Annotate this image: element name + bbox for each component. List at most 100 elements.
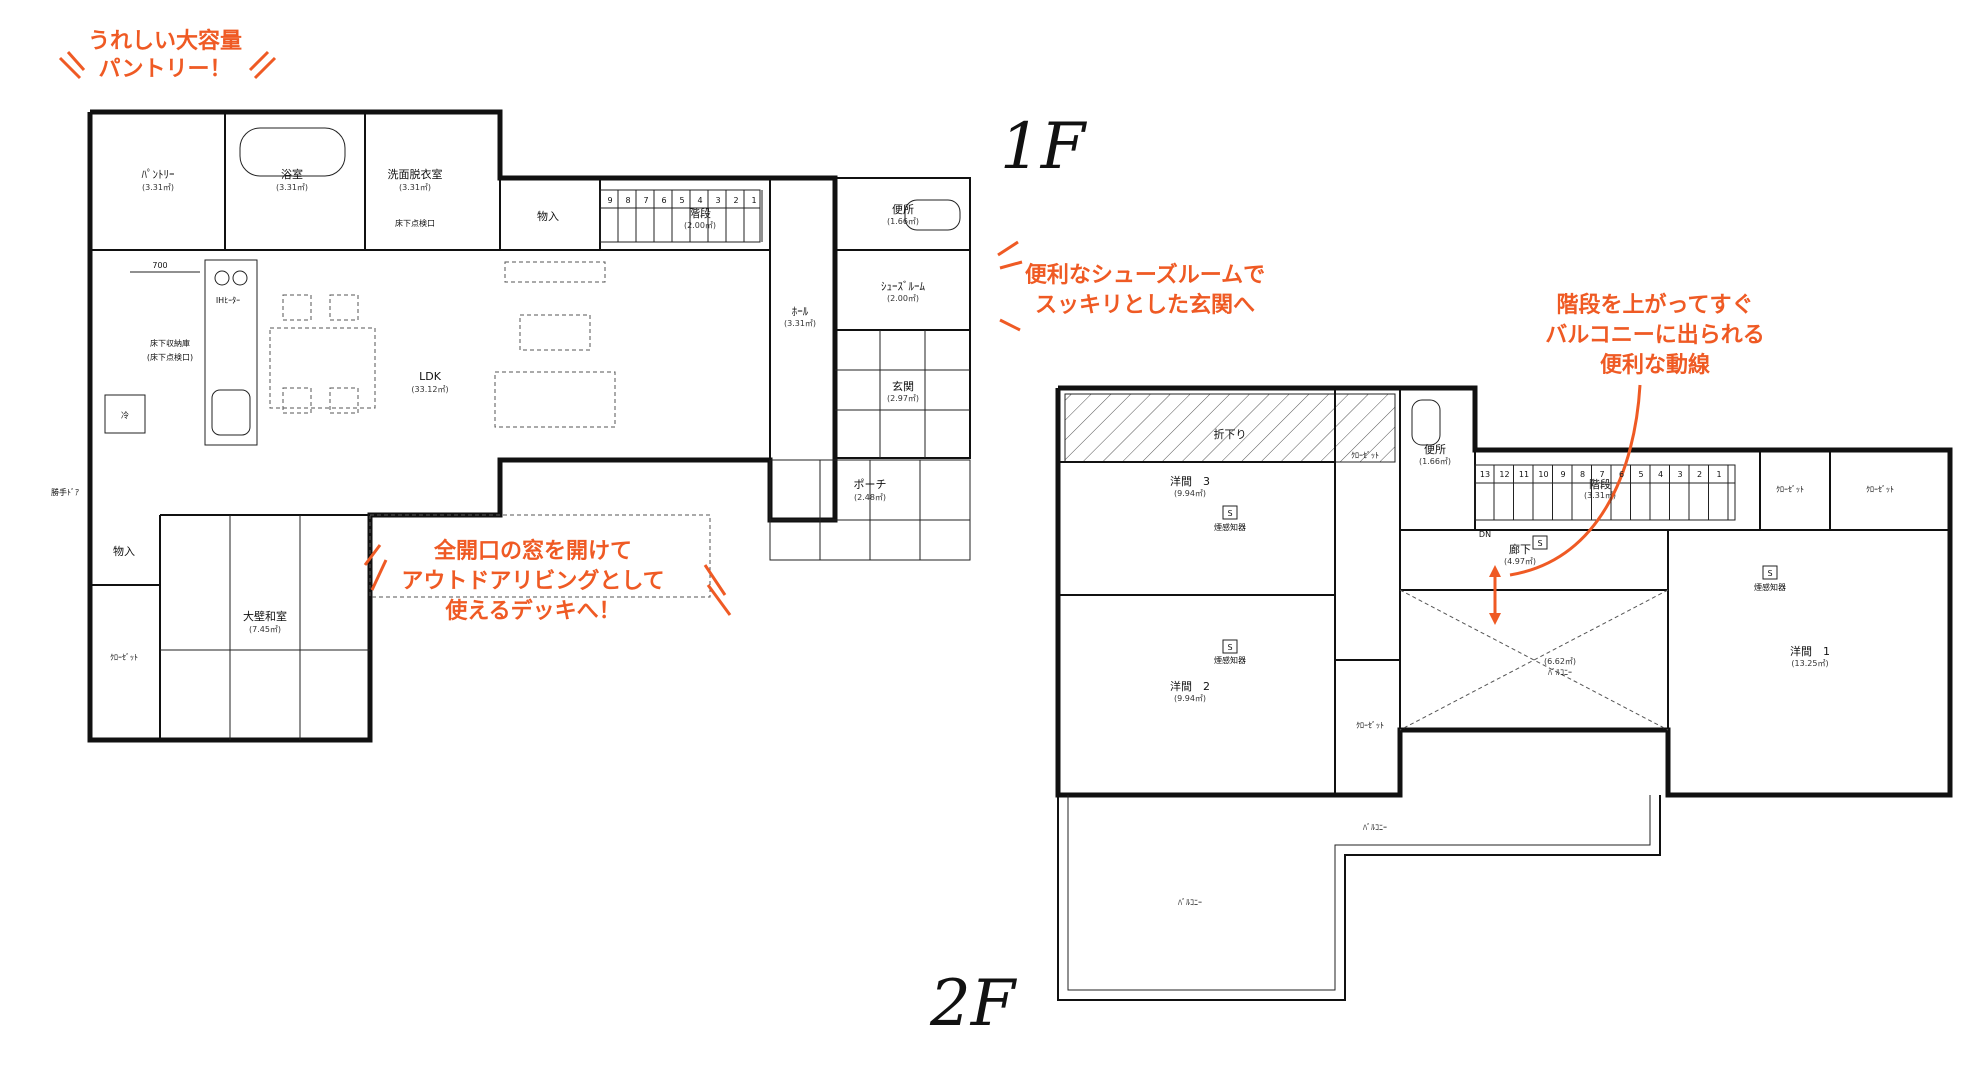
svg-text:バルコニーに出られる: バルコニーに出られる [1545,323,1765,348]
entrance-label: 玄関 [892,379,914,393]
tv-board [504,261,606,283]
entry-block [834,177,971,459]
pantry-label: ﾊﾟﾝﾄﾘｰ [142,168,175,181]
svg-text:ﾊﾞﾙｺﾆｰ: ﾊﾞﾙｺﾆｰ [1363,823,1387,832]
svg-text:全開口の窓を開けて: 全開口の窓を開けて [433,538,632,564]
sofa [494,371,616,428]
svg-text:うれしい大容量: うれしい大容量 [88,28,242,54]
svg-text:アウトドアリビングとして: アウトドアリビングとして [401,568,664,594]
2f-toilet-fixture [1411,399,1441,446]
svg-text:(3.31㎡): (3.31㎡) [1584,491,1616,500]
stair-number-2f: 10 [1538,470,1548,479]
room3-label: 洋間 3 [1170,474,1210,488]
svg-text:冷: 冷 [121,410,129,420]
svg-text:便利なシューズルームで: 便利なシューズルームで [1025,262,1265,288]
porch-label: ポーチ [854,478,887,491]
svg-text:煙感知器: 煙感知器 [1754,582,1786,592]
svg-text:(4.97㎡): (4.97㎡) [1504,557,1536,566]
svg-text:ｸﾛｰｾﾞｯﾄ: ｸﾛｰｾﾞｯﾄ [1351,451,1379,460]
svg-text:S: S [1767,569,1772,578]
svg-text:700: 700 [152,261,167,270]
svg-text:スッキリとした玄関へ: スッキリとした玄関へ [1035,292,1255,318]
svg-text:S: S [1227,509,1232,518]
svg-text:勝手ﾄﾞｱ: 勝手ﾄﾞｱ [51,487,79,497]
svg-text:(3.31㎡): (3.31㎡) [784,319,816,328]
1f-stairs [599,189,761,243]
svg-text:ｸﾛｰｾﾞｯﾄ: ｸﾛｰｾﾞｯﾄ [1776,485,1804,494]
stair-number-2f: 12 [1499,470,1509,479]
stair-number-2f: 1 [1716,470,1721,479]
svg-text:(2.00㎡): (2.00㎡) [684,221,716,230]
floor-label-2f: 2F [929,967,1018,1041]
hall-1f-label: ﾎｰﾙ [792,305,809,318]
svg-text:床下収納庫: 床下収納庫 [150,338,190,348]
stair-number-2f: 2 [1697,470,1702,479]
stair-number-2f: 8 [1580,470,1585,479]
svg-text:(13.25㎡): (13.25㎡) [1791,659,1828,668]
shoes-annotation: 便利なシューズルームで スッキリとした玄関へ [997,240,1265,332]
stair-number-2f: 3 [1677,470,1682,479]
attic-label: 折下り [1214,427,1247,441]
outer-balcony-label: ﾊﾞﾙｺﾆｰ [1178,898,1202,907]
stair-number-1f: 9 [607,196,612,205]
svg-text:(7.45㎡): (7.45㎡) [249,625,281,634]
ldk-label: LDK [419,370,442,383]
stair-number-2f: 5 [1638,470,1643,479]
svg-text:(2.48㎡): (2.48㎡) [854,493,886,502]
room2-label: 洋間 2 [1170,679,1210,693]
toilet-1f-label: 便所 [892,203,914,216]
dining-table [269,327,376,409]
stair-number-1f: 3 [715,196,720,205]
washitsu-label: 大壁和室 [243,609,287,623]
pantry-annotation: うれしい大容量 パントリー！ [58,28,277,82]
stair-number-1f: 5 [679,196,684,205]
stair-number-1f: 7 [643,196,648,205]
stair-number-1f: 6 [661,196,666,205]
storage-label: 物入 [537,209,559,223]
svg-text:(1.66㎡): (1.66㎡) [1419,457,1451,466]
bathtub [239,127,346,177]
attic-hatch [1065,394,1395,462]
room1-label: 洋間 1 [1790,644,1830,658]
svg-text:(3.31㎡): (3.31㎡) [399,183,431,192]
stair-number-2f: 4 [1658,470,1663,479]
svg-text:(9.94㎡): (9.94㎡) [1174,694,1206,703]
stair-number-1f: 2 [733,196,738,205]
svg-text:(1.66㎡): (1.66㎡) [887,217,919,226]
entrance-tile-grid [770,330,970,560]
first-floor-plan [87,109,971,743]
stair-number-2f: 9 [1560,470,1565,479]
svg-text:便利な動線: 便利な動線 [1600,352,1710,378]
toilet-2f-label: 便所 [1424,443,1446,456]
svg-text:(床下点検口): (床下点検口) [147,352,193,362]
smoke-sensor-icons: S S S S [1222,505,1778,654]
svg-text:煙感知器: 煙感知器 [1214,655,1246,665]
svg-text:(6.62㎡): (6.62㎡) [1544,657,1576,666]
stairs-1f-label: 階段 [689,206,711,220]
stairs-2f-label: 階段 [1589,477,1611,491]
svg-text:パントリー！: パントリー！ [98,57,231,82]
inner-balcony-cross [1399,589,1669,731]
svg-text:使えるデッキへ！: 使えるデッキへ！ [444,598,620,624]
svg-text:IHﾋｰﾀｰ: IHﾋｰﾀｰ [216,296,240,305]
kitchen-sink [211,389,251,436]
svg-text:S: S [1227,643,1232,652]
stair-number-1f: 8 [625,196,630,205]
svg-text:(33.12㎡): (33.12㎡) [411,385,448,394]
2f-stairs [1474,464,1736,521]
svg-text:DN: DN [1479,530,1491,539]
svg-text:階段を上がってすぐ: 階段を上がってすぐ [1557,292,1754,318]
stairs-annotation: 階段を上がってすぐ バルコニーに出られる 便利な動線 [1489,292,1765,625]
stair-number-2f: 13 [1480,470,1490,479]
kitchen-counter [204,259,258,446]
svg-text:(3.31㎡): (3.31㎡) [142,183,174,192]
svg-text:(3.31㎡): (3.31㎡) [276,183,308,192]
deck-area [369,514,711,598]
washroom-label: 洗面脱衣室 [388,167,443,181]
svg-text:煙感知器: 煙感知器 [1214,522,1246,532]
tatami-grid [160,515,370,740]
bath-label: 浴室 [281,167,303,181]
stair-number-2f: 11 [1519,470,1529,479]
stair-number-2f: 6 [1619,470,1624,479]
